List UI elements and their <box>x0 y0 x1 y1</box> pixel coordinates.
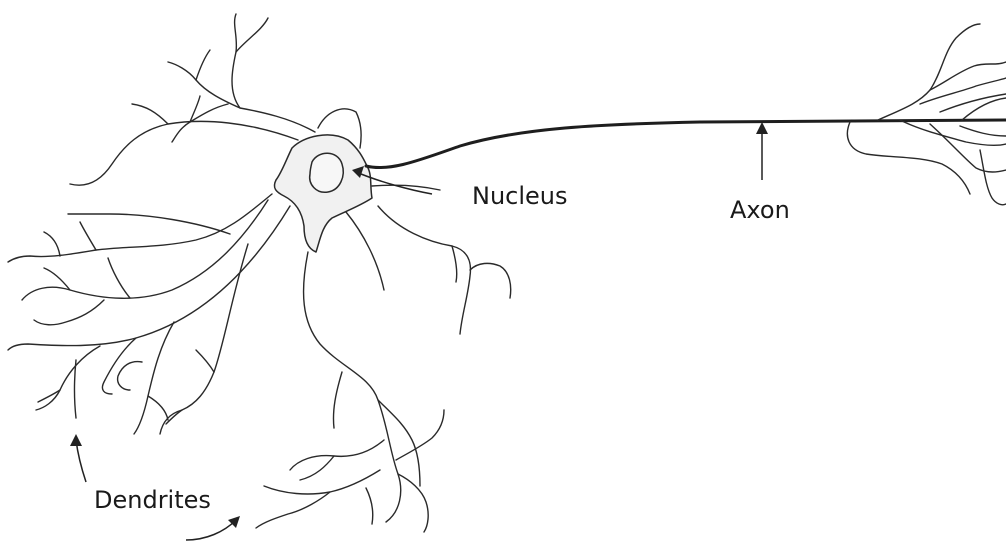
dendrites-arrow-left <box>70 434 86 482</box>
dendrites-label: Dendrites <box>94 486 211 514</box>
nucleus-label: Nucleus <box>472 182 568 210</box>
axon-arrow <box>756 122 768 180</box>
axon-label: Axon <box>730 196 790 224</box>
nucleus <box>310 153 344 192</box>
cell-body <box>274 135 372 252</box>
axon-terminals <box>847 24 1006 205</box>
left-dendrites <box>8 194 290 434</box>
axon <box>366 120 1006 168</box>
lower-dendrites <box>256 252 444 532</box>
dendrites-arrow-right <box>186 516 240 540</box>
